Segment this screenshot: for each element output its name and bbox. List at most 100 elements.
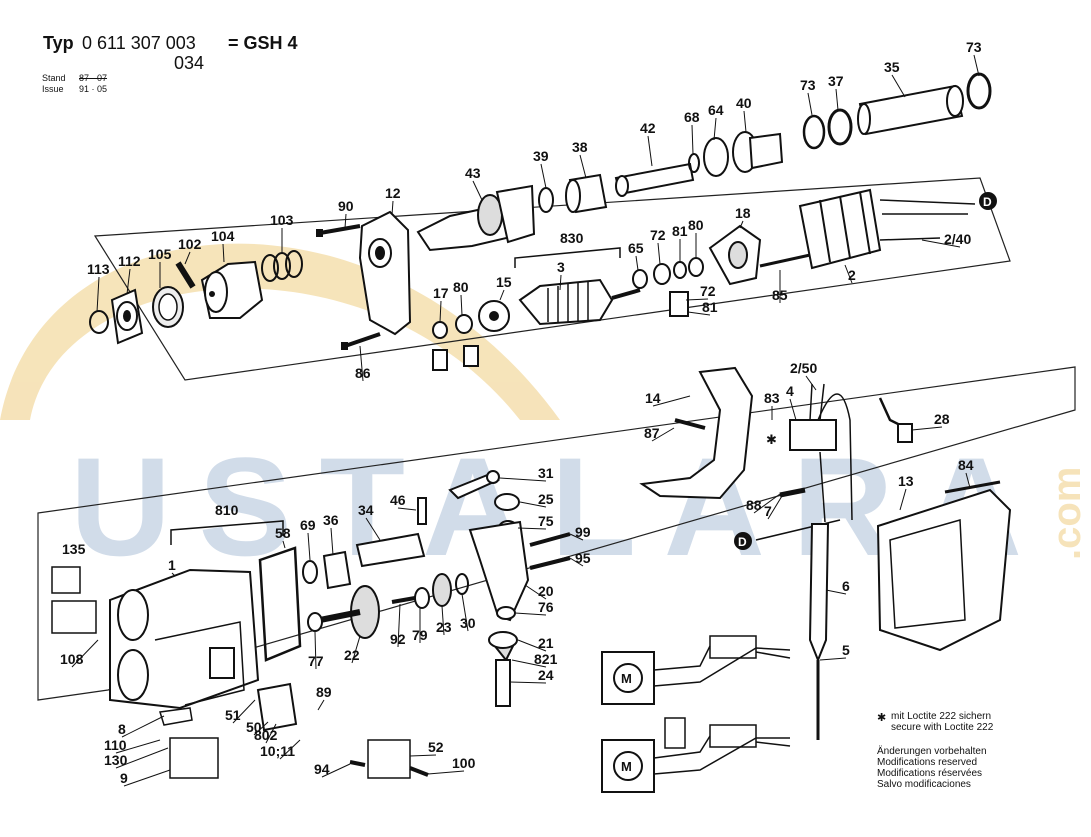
part-label-35: 35 [884,59,900,75]
part-label-6: 6 [842,578,850,594]
leader-line-7 [767,495,783,520]
issue-value: 91 · 05 [79,84,108,94]
lower-assembly-panel [37,366,1076,701]
variant-number: 034 [174,53,205,73]
leader-line-36 [330,527,334,556]
part-label-17: 17 [433,285,449,301]
label-135 [51,566,81,594]
leader-line-51 [232,699,256,724]
leader-line-102 [184,251,191,265]
part-label-2_50: 2/50 [790,360,817,376]
leader-line-90 [344,213,347,229]
leader-line-88 [753,493,781,514]
typ-number: 0 611 307 003 [82,33,196,53]
upper-assembly-panel [93,177,1011,381]
leader-line-77 [314,631,317,670]
part-label-22: 22 [344,647,360,663]
part-label-81a: 81 [672,223,688,239]
part-label-20: 20 [538,583,554,599]
cylinder-38 [565,173,608,214]
part-label-13: 13 [898,473,914,489]
leader-line-4 [789,398,797,421]
part-label-30: 30 [460,615,476,631]
leader-line-104 [222,243,225,263]
bearing-17 [432,321,448,339]
leader-line-100 [427,770,465,775]
modifications-de: Änderungen vorbehalten [877,746,987,757]
part-label-105: 105 [148,246,172,262]
model-name: = GSH 4 [228,33,298,53]
leader-line-14 [652,395,691,407]
stand-value: 87 · 07 [79,73,108,83]
screw-90 [316,224,361,237]
ring-37 [827,108,853,146]
leader-line-76 [514,612,547,616]
part-label-94: 94 [314,761,330,777]
sleeve-105 [152,286,184,328]
leader-line-99 [569,533,584,541]
leader-line-8 [121,715,165,738]
loctite-note-symbol: ✱ [877,711,886,724]
leader-line-95 [569,557,584,567]
leader-line-87 [651,427,675,442]
stand-label: Stand [42,73,66,83]
part-label-821: 821 [534,651,558,667]
leader-line-9 [123,769,171,787]
leader-line-65 [635,255,639,271]
leader-line-40 [743,110,747,133]
motor-symbol-lower: M [621,759,632,774]
leader-line-72b [685,298,709,301]
leader-line-46 [397,507,417,511]
part-label-88: 88 [746,497,762,513]
cable-protector-6 [808,523,830,663]
leader-line-50 [253,721,269,736]
part-label-68: 68 [684,109,700,125]
leader-line-28 [911,426,943,431]
leader-line-110 [115,739,161,754]
part-label-52: 52 [428,739,444,755]
leader-line-81b [687,311,711,316]
leader-line-15 [499,289,505,301]
clip-28 [878,397,913,443]
part-label-103: 103 [270,212,294,228]
leader-line-89 [317,699,325,711]
brush-holder-72b [669,291,689,317]
screw-86 [341,332,381,350]
switch-4 [789,383,853,521]
leader-lines [71,54,980,787]
leader-line-84 [965,472,971,489]
part-label-80b: 80 [453,279,469,295]
brush-box-b [463,345,479,367]
loctite-note-en: secure with Loctite 222 [891,722,994,733]
cable-clamp-7 [779,487,806,498]
leader-line-3 [559,274,562,291]
part-label-43: 43 [465,165,481,181]
wiring-schematic-upper [601,635,791,705]
leader-line-20 [524,584,547,600]
screw-92 [391,596,416,604]
plate-130 [159,707,193,726]
part-label-87: 87 [644,425,660,441]
part-label-112: 112 [118,253,141,269]
modifications-en: Modifications reserved [877,757,978,768]
part-label-76: 76 [538,599,554,615]
d-marker-lower-label: D [738,535,747,549]
ring-72a [653,263,671,285]
part-label-84: 84 [958,457,974,473]
part-label-90: 90 [338,198,354,214]
watermark-suffix: .com [1045,467,1089,560]
leader-line-92 [397,603,401,648]
leader-line-64 [713,117,717,141]
fan-15 [478,300,510,332]
bearing-shield-18 [708,224,762,286]
part-label-80a: 80 [688,217,704,233]
part-label-51: 51 [225,707,241,723]
screw-99 [529,532,571,547]
bearing-65 [632,269,648,289]
leader-line-72a [657,242,661,265]
gear-23 [432,573,452,607]
bearing-76 [496,606,516,620]
part-label-28: 28 [934,411,950,427]
part-label-25: 25 [538,491,554,507]
